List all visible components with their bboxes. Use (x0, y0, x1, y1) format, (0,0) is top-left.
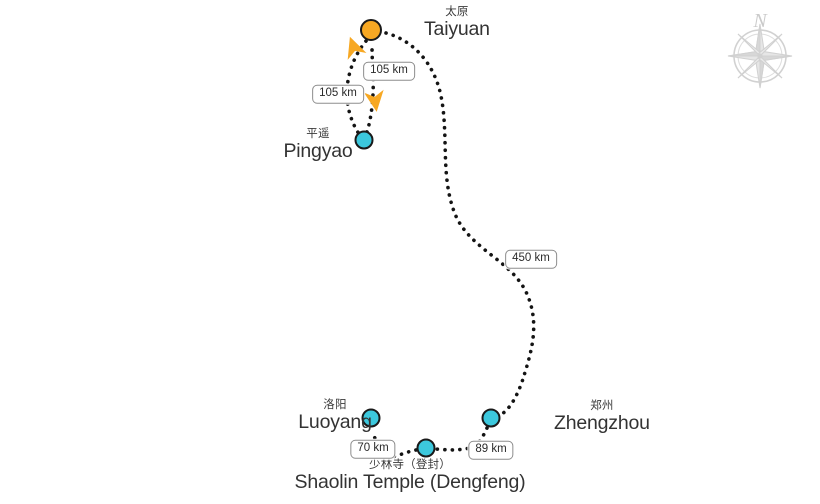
route-path (365, 41, 376, 134)
city-marker-pingyao[interactable] (354, 130, 374, 150)
compass-rose: N (720, 10, 800, 100)
routes-group (345, 31, 536, 459)
city-marker-taiyuan[interactable] (360, 19, 382, 41)
direction-arrow-icon (363, 89, 384, 112)
direction-arrows-group (347, 36, 384, 112)
distance-label-taiyuan-pingyao-back: 105 km (312, 84, 364, 104)
city-marker-luoyang[interactable] (361, 408, 381, 428)
distance-label-shaolin-zhengzhou: 89 km (468, 440, 514, 460)
distance-label-luoyang-shaolin: 70 km (350, 439, 396, 459)
compass-north-letter: N (753, 10, 767, 32)
route-path (384, 31, 536, 418)
city-marker-zhengzhou[interactable] (481, 408, 501, 428)
distance-label-taiyuan-pingyao-out: 105 km (363, 61, 415, 81)
route-path (371, 429, 418, 459)
city-marker-shaolin[interactable] (416, 438, 436, 458)
compass-rose-icon (727, 23, 793, 89)
distance-label-taiyuan-zhengzhou: 450 km (505, 249, 557, 269)
direction-arrow-icon (347, 36, 367, 60)
